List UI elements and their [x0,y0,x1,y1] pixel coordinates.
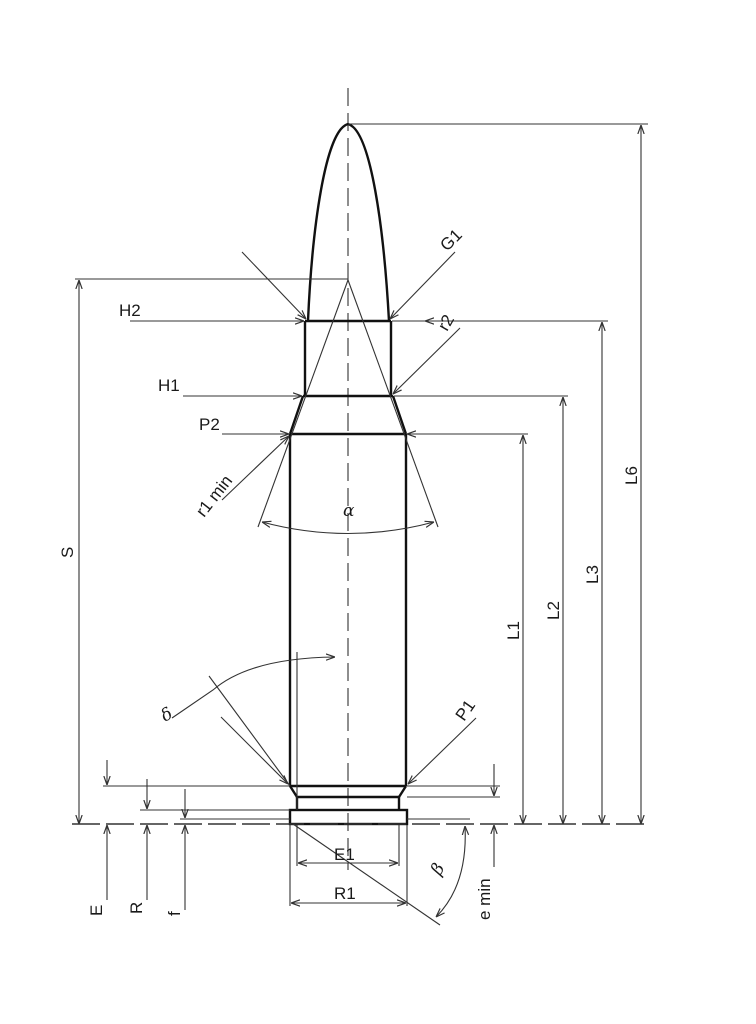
label-g1: G1 [436,225,465,254]
label-r1: R1 [334,884,356,903]
label-e1: E1 [334,845,355,864]
label-p2: P2 [199,415,220,434]
label-s: S [58,547,77,558]
delta-side-line [208,675,291,787]
p1-leader [408,717,477,784]
label-delta: δ [158,704,177,726]
label-h2: H2 [119,301,141,320]
label-e: E [87,905,106,916]
label-alpha: α [343,501,355,521]
case-body [288,434,408,788]
beta-arc [436,826,465,917]
label-l3: L3 [583,565,602,584]
r2-leader [393,327,461,394]
shoulder-cone-lines [75,278,439,528]
label-l1: L1 [504,621,523,640]
label-p1: P1 [452,696,479,724]
label-emin: e min [475,878,494,920]
delta-arc [171,657,335,719]
label-beta: β [427,860,450,880]
label-r: R [127,902,146,914]
label-l6: L6 [622,466,641,485]
label-h1: H1 [158,376,180,395]
label-r1min: r1 min [192,472,236,521]
r1min-leader [221,436,289,501]
delta-leader [220,716,288,784]
case-shoulder [288,395,408,436]
label-l2: L2 [544,601,563,620]
alpha-angle-arc [262,522,434,535]
g1-leader-left [241,251,306,319]
label-f: f [165,911,184,916]
beta-line [292,823,441,926]
label-r2: r2 [434,311,458,334]
g1-leader-right [390,251,456,319]
case-neck [303,319,393,398]
